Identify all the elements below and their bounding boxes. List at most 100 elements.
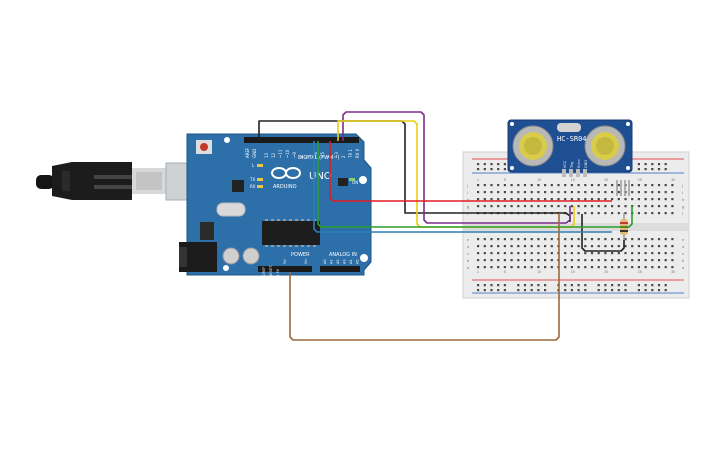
rail-hole[interactable]: [644, 289, 647, 292]
breadboard-hole[interactable]: [584, 266, 587, 269]
breadboard-hole[interactable]: [617, 238, 620, 241]
rail-hole[interactable]: [617, 289, 620, 292]
breadboard-hole[interactable]: [477, 205, 480, 208]
rail-hole[interactable]: [664, 168, 667, 171]
breadboard-hole[interactable]: [611, 184, 614, 187]
breadboard-hole[interactable]: [483, 252, 486, 255]
breadboard-hole[interactable]: [530, 252, 533, 255]
breadboard-hole[interactable]: [617, 245, 620, 248]
breadboard-hole[interactable]: [584, 212, 587, 215]
breadboard-hole[interactable]: [657, 245, 661, 248]
rail-hole[interactable]: [597, 284, 600, 287]
breadboard-hole[interactable]: [617, 184, 620, 187]
breadboard-hole[interactable]: [671, 205, 674, 208]
breadboard-hole[interactable]: [503, 252, 506, 255]
breadboard-hole[interactable]: [664, 198, 667, 201]
breadboard-hole[interactable]: [664, 184, 667, 187]
breadboard-hole[interactable]: [651, 184, 654, 187]
breadboard-hole[interactable]: [510, 259, 513, 262]
breadboard-hole[interactable]: [644, 212, 647, 215]
breadboard-hole[interactable]: [657, 266, 661, 269]
rail-hole[interactable]: [657, 284, 661, 287]
breadboard-hole[interactable]: [537, 198, 540, 201]
breadboard-hole[interactable]: [604, 245, 607, 248]
breadboard-hole[interactable]: [544, 238, 547, 241]
breadboard-hole[interactable]: [611, 238, 614, 241]
breadboard-hole[interactable]: [577, 252, 580, 255]
rail-hole[interactable]: [637, 163, 640, 166]
breadboard-hole[interactable]: [604, 266, 607, 269]
rail-hole[interactable]: [490, 163, 493, 166]
breadboard-hole[interactable]: [544, 191, 547, 194]
breadboard-hole[interactable]: [564, 252, 567, 255]
breadboard-hole[interactable]: [517, 191, 520, 194]
analog-header[interactable]: [320, 266, 360, 272]
breadboard-hole[interactable]: [523, 191, 527, 194]
breadboard-hole[interactable]: [490, 238, 493, 241]
breadboard-hole[interactable]: [657, 252, 661, 255]
rail-hole[interactable]: [611, 289, 614, 292]
breadboard-hole[interactable]: [624, 205, 627, 208]
rail-hole[interactable]: [483, 163, 486, 166]
rail-hole[interactable]: [523, 284, 527, 287]
breadboard-hole[interactable]: [577, 238, 580, 241]
breadboard-hole[interactable]: [483, 198, 486, 201]
breadboard-hole[interactable]: [570, 184, 573, 187]
breadboard-hole[interactable]: [477, 266, 480, 269]
breadboard-hole[interactable]: [657, 212, 661, 215]
breadboard-hole[interactable]: [570, 198, 573, 201]
breadboard-hole[interactable]: [503, 266, 506, 269]
breadboard-hole[interactable]: [577, 266, 580, 269]
power-header[interactable]: [258, 266, 312, 272]
breadboard-hole[interactable]: [584, 184, 587, 187]
breadboard-hole[interactable]: [590, 245, 594, 248]
breadboard-hole[interactable]: [617, 198, 620, 201]
breadboard-hole[interactable]: [624, 238, 627, 241]
rail-hole[interactable]: [657, 168, 661, 171]
breadboard-hole[interactable]: [530, 184, 533, 187]
rail-hole[interactable]: [611, 284, 614, 287]
breadboard-hole[interactable]: [477, 259, 480, 262]
breadboard-hole[interactable]: [497, 238, 500, 241]
breadboard-hole[interactable]: [550, 259, 553, 262]
breadboard-hole[interactable]: [564, 198, 567, 201]
breadboard-hole[interactable]: [523, 245, 527, 248]
breadboard-hole[interactable]: [577, 259, 580, 262]
breadboard-hole[interactable]: [637, 238, 640, 241]
arduino-uno-board[interactable]: ARDUINO UNO DIGITAL (PWM~) ANALOG IN POW…: [179, 133, 372, 277]
breadboard-hole[interactable]: [644, 252, 647, 255]
breadboard-hole[interactable]: [557, 198, 560, 201]
breadboard-hole[interactable]: [644, 238, 647, 241]
rail-hole[interactable]: [523, 289, 527, 292]
breadboard-hole[interactable]: [557, 205, 560, 208]
rail-hole[interactable]: [617, 284, 620, 287]
rail-hole[interactable]: [664, 163, 667, 166]
breadboard-hole[interactable]: [517, 252, 520, 255]
breadboard-hole[interactable]: [523, 238, 527, 241]
breadboard-hole[interactable]: [537, 205, 540, 208]
breadboard-hole[interactable]: [537, 259, 540, 262]
breadboard-hole[interactable]: [590, 252, 594, 255]
rail-hole[interactable]: [664, 289, 667, 292]
breadboard-hole[interactable]: [604, 252, 607, 255]
wire-red-5v[interactable]: [329, 141, 612, 202]
breadboard-hole[interactable]: [570, 245, 573, 248]
rail-hole[interactable]: [497, 163, 500, 166]
breadboard-hole[interactable]: [490, 191, 493, 194]
breadboard-hole[interactable]: [590, 198, 594, 201]
breadboard-hole[interactable]: [510, 198, 513, 201]
breadboard-hole[interactable]: [611, 266, 614, 269]
rail-hole[interactable]: [490, 168, 493, 171]
breadboard-hole[interactable]: [523, 259, 527, 262]
breadboard-hole[interactable]: [570, 252, 573, 255]
breadboard-hole[interactable]: [544, 198, 547, 201]
breadboard-hole[interactable]: [530, 238, 533, 241]
rail-hole[interactable]: [604, 284, 607, 287]
breadboard-hole[interactable]: [544, 205, 547, 208]
rail-hole[interactable]: [490, 284, 493, 287]
breadboard-hole[interactable]: [584, 191, 587, 194]
breadboard-hole[interactable]: [544, 266, 547, 269]
breadboard-hole[interactable]: [597, 266, 600, 269]
breadboard-hole[interactable]: [651, 259, 654, 262]
breadboard-hole[interactable]: [611, 252, 614, 255]
